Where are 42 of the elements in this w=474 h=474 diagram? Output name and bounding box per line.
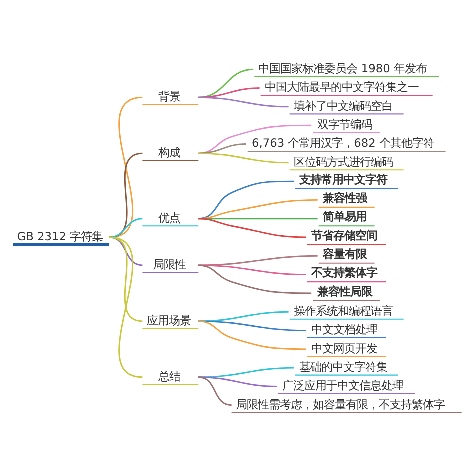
node-text: 双字节编码 [316, 116, 372, 131]
connector [198, 376, 277, 387]
node-text: 6,763 个常用汉字，682 个其他字符 [252, 136, 434, 150]
node-text: 兼容性局限 [316, 284, 372, 298]
connector [198, 254, 318, 266]
connector [108, 152, 142, 238]
node-text: 支持常用中文字符 [299, 172, 388, 186]
connector [198, 264, 312, 294]
connector [108, 236, 142, 322]
node-text: 中文网页开发 [311, 340, 378, 355]
node-text: 广泛应用于中文信息处理 [282, 378, 404, 392]
node-text: 总结 [158, 368, 180, 383]
connector [198, 320, 306, 331]
node-text: 不支持繁体字 [311, 265, 378, 280]
connector [198, 152, 288, 164]
connector [108, 236, 142, 378]
node-text: 中国大陆最早的中文字符集之一 [264, 80, 418, 94]
node-text: 简单易用 [322, 209, 366, 224]
node-text: 兼容性强 [322, 190, 366, 205]
connector [198, 376, 232, 406]
node-text: 背景 [158, 89, 180, 104]
node-text: GB 2312 字符集 [16, 228, 103, 243]
node-text: 中文文档处理 [311, 322, 378, 336]
node-text: 局限性 [152, 256, 186, 271]
connector [198, 124, 312, 154]
node-text: 容量有限 [322, 246, 366, 261]
connector [198, 68, 254, 98]
node-text: 应用场景 [146, 312, 190, 327]
node-text: 操作系统和编程语言 [293, 304, 392, 318]
connector [198, 320, 306, 350]
node-text: 节省存储空间 [311, 228, 378, 242]
node-text: 构成 [158, 144, 180, 159]
node-text: 优点 [158, 210, 180, 224]
connector [198, 218, 306, 238]
node-text: 基础的中文字符集 [299, 359, 388, 374]
node-text: 中国国家标准委员会 1980 年发布 [258, 61, 426, 76]
node-text: 区位码方式进行编码 [293, 154, 392, 168]
node-text: 局限性需考虑，如容量有限，不支持繁体字 [235, 396, 444, 411]
connector [108, 96, 142, 238]
connector [108, 218, 142, 238]
node-text: 填补了中文编码空白 [293, 98, 392, 112]
connector [198, 96, 288, 108]
